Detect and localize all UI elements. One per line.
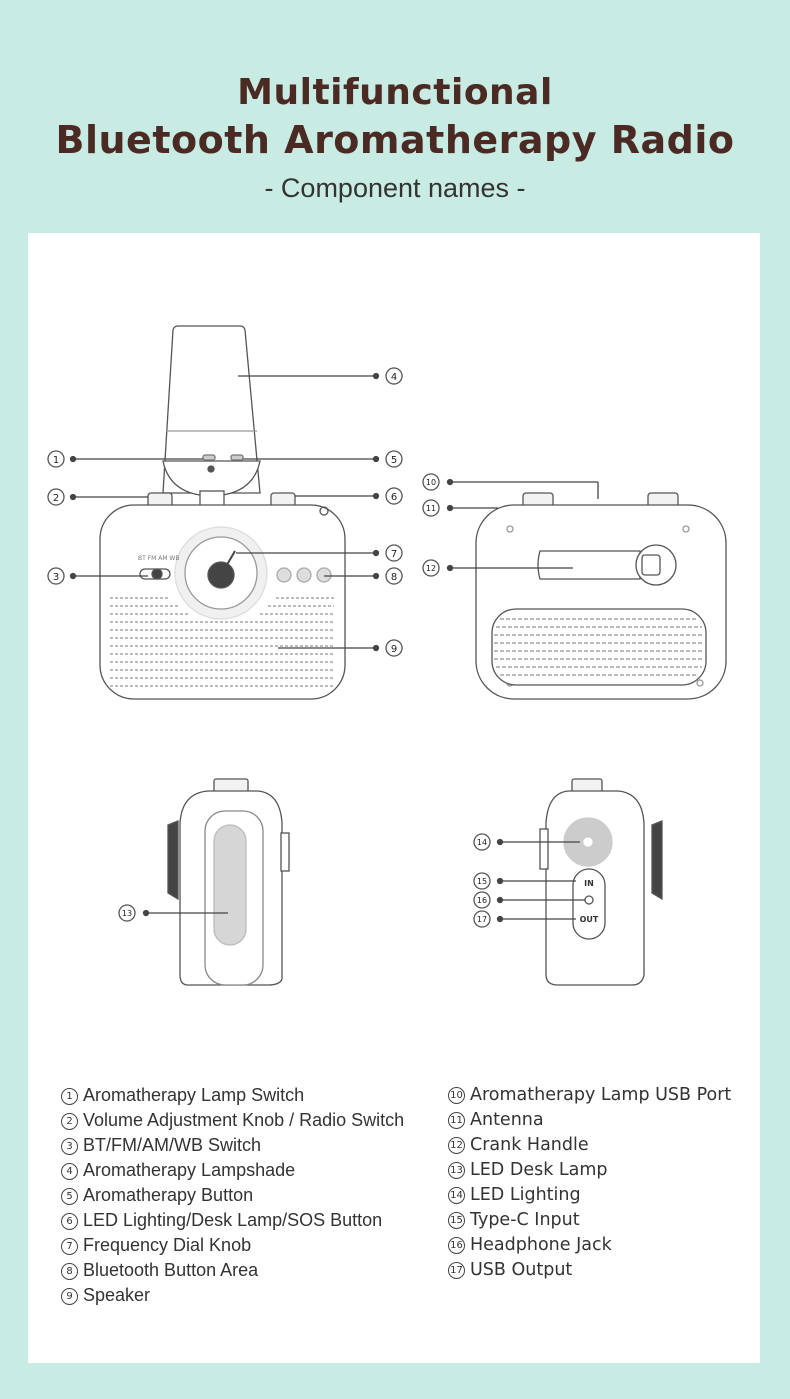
svg-text:4: 4 xyxy=(391,372,397,383)
svg-text:2: 2 xyxy=(53,493,59,504)
callout-6: 6 xyxy=(385,487,403,505)
svg-text:3: 3 xyxy=(53,572,59,583)
back-view xyxy=(475,492,727,700)
svg-text:9: 9 xyxy=(391,644,397,655)
callout-badges: 4 1 5 2 6 7 3 8 9 10 11 12 13 14 15 16 1… xyxy=(47,367,491,928)
diagram-panel: BT FM AM WB xyxy=(28,233,760,1363)
lampshade-shape xyxy=(162,325,261,494)
in-label: IN xyxy=(584,879,594,888)
left-side-view xyxy=(167,778,290,986)
svg-text:7: 7 xyxy=(391,549,397,560)
svg-text:16: 16 xyxy=(477,896,487,905)
svg-text:5: 5 xyxy=(391,455,397,466)
band-labels: BT FM AM WB xyxy=(138,555,179,562)
title-line-2: Bluetooth Aromatherapy Radio xyxy=(55,118,735,162)
callout-12: 12 xyxy=(422,559,440,577)
callout-17: 17 xyxy=(473,910,491,928)
svg-text:8: 8 xyxy=(391,572,397,583)
callout-lines xyxy=(69,372,599,923)
svg-text:13: 13 xyxy=(122,909,132,918)
callout-13: 13 xyxy=(118,904,136,922)
callout-15: 15 xyxy=(473,872,491,890)
radio-diagram: BT FM AM WB xyxy=(47,325,727,986)
svg-text:11: 11 xyxy=(426,504,436,513)
right-side-view: IN OUT xyxy=(539,778,663,986)
subtitle: - Component names - xyxy=(264,173,526,203)
callout-4: 4 xyxy=(385,367,403,385)
callout-16: 16 xyxy=(473,891,491,909)
svg-text:14: 14 xyxy=(477,838,487,847)
svg-text:6: 6 xyxy=(391,492,397,503)
out-label: OUT xyxy=(580,915,599,924)
front-view: BT FM AM WB xyxy=(99,325,346,700)
callout-9: 9 xyxy=(385,639,403,657)
callout-8: 8 xyxy=(385,567,403,585)
svg-text:10: 10 xyxy=(426,478,436,487)
callout-3: 3 xyxy=(47,567,65,585)
svg-text:12: 12 xyxy=(426,564,436,573)
callout-11: 11 xyxy=(422,499,440,517)
callout-14: 14 xyxy=(473,833,491,851)
callout-5: 5 xyxy=(385,450,403,468)
title-line-1: Multifunctional xyxy=(237,72,553,113)
callout-1: 1 xyxy=(47,450,65,468)
svg-text:15: 15 xyxy=(477,877,487,886)
svg-text:17: 17 xyxy=(477,915,487,924)
callout-10: 10 xyxy=(422,473,440,491)
callout-7: 7 xyxy=(385,544,403,562)
callout-2: 2 xyxy=(47,488,65,506)
svg-text:1: 1 xyxy=(53,455,59,466)
